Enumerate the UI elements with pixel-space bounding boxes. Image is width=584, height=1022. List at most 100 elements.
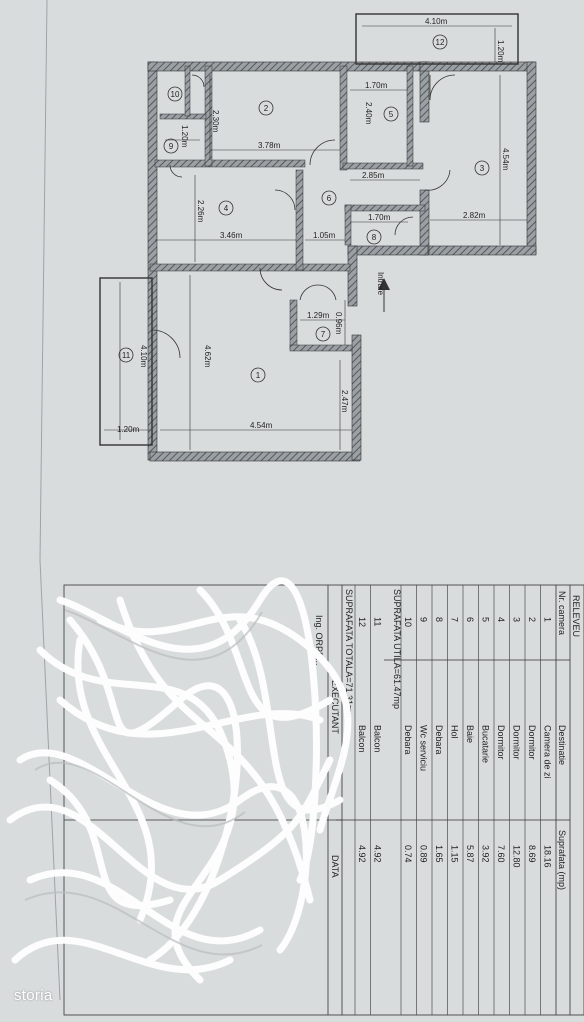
svg-text:2: 2 (264, 104, 269, 113)
table-cell-destinatie: Hol (450, 725, 460, 739)
svg-text:12: 12 (436, 38, 445, 47)
room-marker-5: 5 (383, 106, 399, 122)
table-cell-nr: 12 (357, 617, 367, 627)
table-cell-nr: 11 (373, 617, 383, 626)
table-cell-destinatie: Debara (403, 725, 413, 755)
table-cell-nr: 6 (465, 617, 475, 622)
room-marker-3: 3 (474, 160, 490, 176)
table-cell-destinatie: Balcon (373, 725, 383, 753)
dim-label: 1.20m (117, 425, 140, 434)
table-cell-destinatie: Balcon (357, 725, 367, 753)
room-marker-7: 7 (315, 326, 331, 342)
svg-text:7: 7 (321, 330, 326, 339)
room-marker-1: 1 (250, 367, 266, 383)
room-marker-11: 11 (118, 347, 134, 363)
data-label: DATA (330, 855, 340, 878)
dim-label: 2.26m (196, 200, 205, 223)
svg-text:10: 10 (171, 90, 180, 99)
dimension-lines (155, 75, 527, 450)
table-cell-suprafata: 0.89 (419, 845, 429, 863)
table-cell-nr: 2 (527, 617, 537, 622)
dim-label: 4.54m (250, 421, 273, 430)
dim-label: 3.78m (258, 141, 281, 150)
dim-label: 1.29m (307, 311, 330, 320)
scribble-redaction (6, 577, 352, 984)
table-cell-destinatie: Debara (434, 725, 444, 755)
entrance-arrow (378, 278, 390, 312)
total-area-label: SUPRAFATA TOTALA=71.31mp (344, 589, 354, 717)
dim-label: 1.70m (365, 81, 388, 90)
table-title: RELEVEU (571, 595, 581, 637)
engineer-label: Ing. ORPE... (314, 615, 324, 666)
executant-label: EXECUTANT (330, 680, 340, 734)
door-swings (151, 74, 456, 359)
table-cell-destinatie: Dormitor (512, 725, 522, 760)
room-marker-9: 9 (163, 138, 179, 154)
table-cell-destinatie: Dormitor (496, 725, 506, 760)
floor-plan: 4.10m 1.20m 1.70m 2.40m 2.30m 3.78m 4.54… (99, 13, 537, 462)
svg-text:11: 11 (122, 351, 131, 360)
dim-label: 0.96m (334, 312, 343, 335)
table-cell-suprafata: 8.69 (527, 845, 537, 863)
table-cell-suprafata: 12.80 (512, 845, 522, 868)
balcony-12 (355, 13, 519, 65)
table-cell-suprafata: 1.15 (450, 845, 460, 863)
paper-fold-line (39, 0, 48, 561)
dim-label: 3.46m (220, 231, 243, 240)
table-cell-nr: 1 (543, 617, 553, 622)
table-cell-suprafata: 4.92 (373, 845, 383, 863)
table-cell-nr: 5 (481, 617, 491, 622)
table-cell-suprafata: 3.92 (481, 845, 491, 863)
svg-text:1: 1 (256, 371, 261, 380)
entrance-label: Intrare (376, 272, 385, 296)
dim-label: 4.10m (139, 345, 148, 368)
room-marker-10: 10 (167, 86, 183, 102)
dimension-labels: 4.10m 1.20m 1.70m 2.40m 2.30m 3.78m 4.54… (117, 17, 510, 434)
svg-text:3: 3 (480, 164, 485, 173)
table-cell-suprafata: 7.60 (496, 845, 506, 863)
storia-watermark: storia (14, 987, 53, 1004)
table-cell-nr: 8 (434, 617, 444, 622)
room-marker-6: 6 (321, 190, 337, 206)
table-cell-nr: 10 (403, 617, 413, 627)
util-area-label: SUPRAFATA UTILA=61.47mp (392, 589, 402, 709)
dim-label: 2.85m (362, 171, 385, 180)
table-cell-nr: 9 (419, 617, 429, 622)
table-cell-nr: 3 (512, 617, 522, 622)
balcony-11 (99, 277, 153, 446)
dim-label: 1.20m (496, 40, 505, 63)
table-cell-destinatie: Baie (465, 725, 475, 743)
table-header-suprafata: Suprafata (mp) (557, 830, 567, 890)
table-cell-destinatie: Bucatarie (481, 725, 491, 763)
table-cell-nr: 7 (450, 617, 460, 622)
table-cell-destinatie: Dormitor (527, 725, 537, 760)
svg-text:4: 4 (224, 204, 229, 213)
svg-text:9: 9 (169, 142, 174, 151)
room-marker-12: 12 (432, 34, 448, 50)
table-cell-suprafata: 5.87 (465, 845, 475, 863)
svg-text:8: 8 (372, 233, 377, 242)
dim-label: 2.47m (340, 390, 349, 413)
table-cell-suprafata: 0.74 (403, 845, 413, 863)
svg-text:5: 5 (389, 110, 394, 119)
room-marker-2: 2 (258, 100, 274, 116)
table-cell-suprafata: 4.92 (357, 845, 367, 863)
dim-label: 2.40m (364, 102, 373, 125)
table-cell-nr: 4 (496, 617, 506, 622)
table-cell-suprafata: 18.16 (543, 845, 553, 868)
scribble-redaction-shadow (24, 609, 263, 956)
table-header-destinatie: Destinatie (557, 725, 567, 765)
dim-label: 1.05m (313, 231, 336, 240)
dim-label: 4.62m (203, 345, 212, 368)
exterior-walls (147, 61, 537, 462)
room-marker-8: 8 (366, 229, 382, 245)
dim-label: 2.30m (211, 110, 220, 133)
table-cell-destinatie: Wc serviciu (419, 725, 429, 771)
room-marker-4: 4 (218, 200, 234, 216)
table-cell-suprafata: 1.65 (434, 845, 444, 863)
dim-label: 4.10m (425, 17, 448, 26)
dim-label: 1.20m (180, 125, 189, 148)
